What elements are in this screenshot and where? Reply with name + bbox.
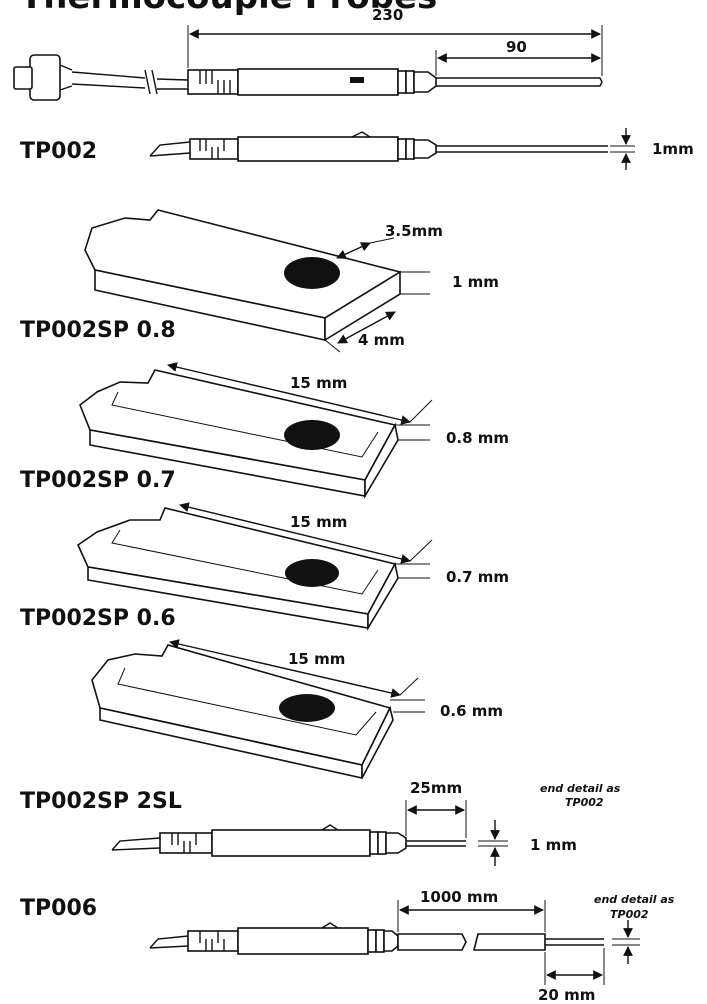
dim-p3-thick: 0.7 mm xyxy=(446,568,509,586)
dim-08-len: 4 mm xyxy=(358,331,405,349)
dim-08-thick: 1 mm xyxy=(452,273,499,291)
plate-4: 15 mm 0.6 mm xyxy=(91,639,503,779)
dim-p3-len: 15 mm xyxy=(290,513,347,531)
title-fragment: Thermocouple Probes xyxy=(20,0,437,17)
probe-tp002: TP002 1mm xyxy=(20,128,694,170)
probe-tp002sp-08-plate: 3.5mm 1 mm 4 mm xyxy=(84,209,499,353)
probe-tp006: TP006 1000 mm 20 mm end detail as TP002 xyxy=(20,888,675,1004)
note-2sl-line2: TP002 xyxy=(565,796,604,809)
dim-tip-90: 90 xyxy=(506,38,527,56)
dim-tp006-tip: 20 mm xyxy=(538,986,595,1004)
dim-tp002-dia: 1mm xyxy=(652,140,694,158)
dim-total-230: 230 xyxy=(372,6,403,24)
dim-p4-thick: 0.6 mm xyxy=(440,702,503,720)
probe-tp002sp-2sl: TP002SP 2SL 25mm 1 mm end detail as TP00… xyxy=(20,779,621,866)
plate-2: 15 mm 0.8 mm xyxy=(79,362,509,499)
probe-general: 230 90 xyxy=(13,6,603,101)
plate-3: 15 mm 0.7 mm xyxy=(76,502,509,631)
label-tp002sp-06: TP002SP 0.6 xyxy=(20,606,176,631)
label-tp002sp-2sl: TP002SP 2SL xyxy=(20,789,182,814)
note-tp006-line2: TP002 xyxy=(610,908,649,921)
dim-2sl-tip: 25mm xyxy=(410,779,462,797)
label-tp006: TP006 xyxy=(20,896,97,921)
label-tp002sp-08: TP002SP 0.8 xyxy=(20,318,176,343)
dim-p2-len: 15 mm xyxy=(290,374,347,392)
dim-tp006-cable: 1000 mm xyxy=(420,888,498,906)
dim-p4-len: 15 mm xyxy=(288,650,345,668)
note-2sl-line1: end detail as xyxy=(540,782,621,795)
label-tp002: TP002 xyxy=(20,139,97,164)
dim-08-width: 3.5mm xyxy=(385,222,443,240)
note-tp006-line1: end detail as xyxy=(594,893,675,906)
dim-2sl-dia: 1 mm xyxy=(530,836,577,854)
dim-p2-thick: 0.8 mm xyxy=(446,429,509,447)
label-tp002sp-07: TP002SP 0.7 xyxy=(20,468,176,493)
